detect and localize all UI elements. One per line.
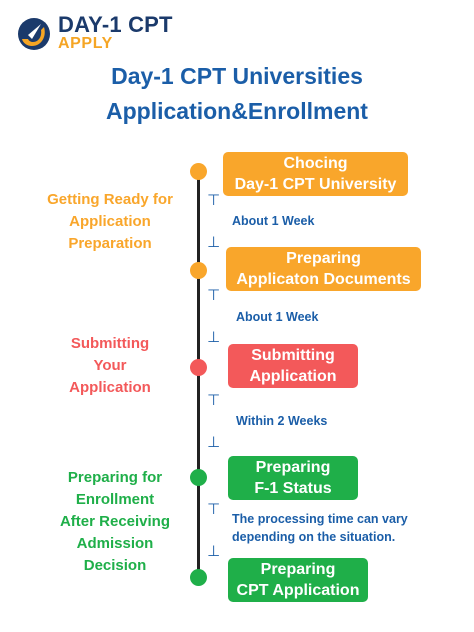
phase-label-3-line-4: Admission bbox=[76, 535, 154, 552]
step-box-2: Preparing Applicaton Documents bbox=[226, 247, 421, 291]
timeline-dot-4 bbox=[190, 469, 207, 486]
phase-label-3: Preparing for Enrollment After Receiving… bbox=[30, 467, 200, 577]
step-box-2-line-2: Applicaton Documents bbox=[236, 271, 411, 288]
phase-label-2: Submitting Your Application bbox=[30, 333, 190, 399]
step-box-2-line-1: Preparing bbox=[286, 250, 361, 267]
step-box-4: Preparing F-1 Status bbox=[228, 456, 358, 500]
page-title-line-2: Application&Enrollment bbox=[106, 98, 368, 124]
phase-label-3-line-2: Enrollment bbox=[75, 491, 155, 508]
phase-label-1-line-3: Preparation bbox=[68, 235, 152, 252]
step-box-3-line-2: Application bbox=[249, 368, 337, 385]
duration-end-icon-3: ⊥ bbox=[207, 433, 221, 451]
duration-start-icon-1: ⊤ bbox=[207, 191, 221, 209]
logo-icon bbox=[18, 18, 50, 50]
duration-end-icon-1: ⊥ bbox=[207, 233, 221, 251]
phase-label-2-line-2: Your bbox=[93, 357, 127, 374]
timeline-dot-5 bbox=[190, 569, 207, 586]
phase-label-3-line-5: Decision bbox=[83, 557, 147, 574]
duration-label-1: About 1 Week bbox=[232, 214, 315, 228]
timeline-dot-2 bbox=[190, 262, 207, 279]
duration-label-2: About 1 Week bbox=[236, 310, 319, 324]
phase-label-2-line-1: Submitting bbox=[70, 335, 150, 352]
phase-label-3-line-1: Preparing for bbox=[67, 469, 163, 486]
step-box-1-line-1: Chocing bbox=[283, 155, 348, 172]
timeline-dot-1 bbox=[190, 163, 207, 180]
step-box-3: Submitting Application bbox=[228, 344, 358, 388]
page-title-line-1: Day-1 CPT Universities bbox=[111, 63, 363, 89]
duration-label-4-line-2: depending on the situation. bbox=[232, 530, 396, 544]
duration-start-icon-4: ⊤ bbox=[207, 500, 221, 518]
phase-label-1-line-2: Application bbox=[69, 213, 151, 230]
step-box-5-line-1: Preparing bbox=[260, 561, 336, 578]
step-box-4-line-2: F-1 Status bbox=[254, 480, 332, 497]
step-box-4-line-1: Preparing bbox=[255, 459, 331, 476]
step-box-3-line-1: Submitting bbox=[251, 347, 335, 364]
duration-label-3: Within 2 Weeks bbox=[236, 414, 328, 428]
duration-end-icon-2: ⊥ bbox=[207, 328, 221, 346]
step-box-1-line-2: Day-1 CPT University bbox=[234, 176, 397, 193]
step-box-5: Preparing CPT Application bbox=[228, 558, 368, 602]
duration-start-icon-2: ⊤ bbox=[207, 286, 221, 304]
logo-wordmark: DAY-1 CPT bbox=[58, 12, 173, 37]
phase-label-1-line-1: Getting Ready for bbox=[47, 191, 173, 208]
timeline-dot-3 bbox=[190, 359, 207, 376]
step-box-5-line-2: CPT Application bbox=[236, 582, 360, 599]
duration-end-icon-4: ⊥ bbox=[207, 542, 221, 560]
phase-label-3-line-3: After Receiving bbox=[59, 513, 171, 530]
phase-label-2-line-3: Application bbox=[69, 379, 151, 396]
phase-label-1: Getting Ready for Application Preparatio… bbox=[30, 189, 190, 255]
duration-start-icon-3: ⊤ bbox=[207, 391, 221, 409]
logo-tagline: APPLY bbox=[58, 35, 113, 52]
duration-label-4-line-1: The processing time can vary bbox=[232, 512, 408, 526]
step-box-1: Chocing Day-1 CPT University bbox=[223, 152, 408, 196]
